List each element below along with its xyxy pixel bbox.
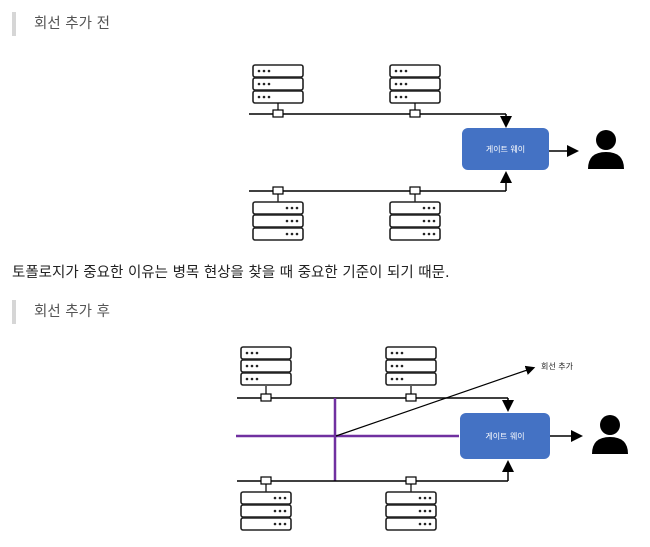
connector-node bbox=[405, 476, 417, 485]
user-icon bbox=[592, 415, 628, 454]
connector-node bbox=[405, 393, 417, 402]
topology-explanation: 토폴로지가 중요한 이유는 병목 현상을 찾을 때 중요한 기준이 되기 때문. bbox=[12, 265, 450, 281]
network-diagram-before: 게이트 웨이 bbox=[249, 64, 624, 241]
connector-node bbox=[272, 109, 284, 118]
section-heading-before-text: 회선 추가 전 bbox=[34, 16, 110, 32]
gateway-box bbox=[460, 413, 550, 459]
section-heading-after: 회선 추가 후 bbox=[12, 300, 110, 324]
section-heading-before: 회선 추가 전 bbox=[12, 12, 110, 36]
connector-node bbox=[409, 109, 421, 118]
annotation-label: 회선 추가 bbox=[541, 362, 574, 371]
gateway-box bbox=[462, 128, 549, 170]
connector-node bbox=[260, 476, 272, 485]
gateway-label: 게이트 웨이 bbox=[485, 431, 524, 441]
annotation-arrow bbox=[335, 365, 536, 437]
server-icon-top-right bbox=[385, 346, 437, 386]
server-icon-bottom-right bbox=[385, 491, 437, 531]
server-icon-bottom-left bbox=[240, 491, 292, 531]
gateway-label: 게이트 웨이 bbox=[486, 144, 525, 154]
server-icon-top-left bbox=[240, 346, 292, 386]
section-heading-after-text: 회선 추가 후 bbox=[34, 304, 110, 320]
connector-node bbox=[260, 393, 272, 402]
